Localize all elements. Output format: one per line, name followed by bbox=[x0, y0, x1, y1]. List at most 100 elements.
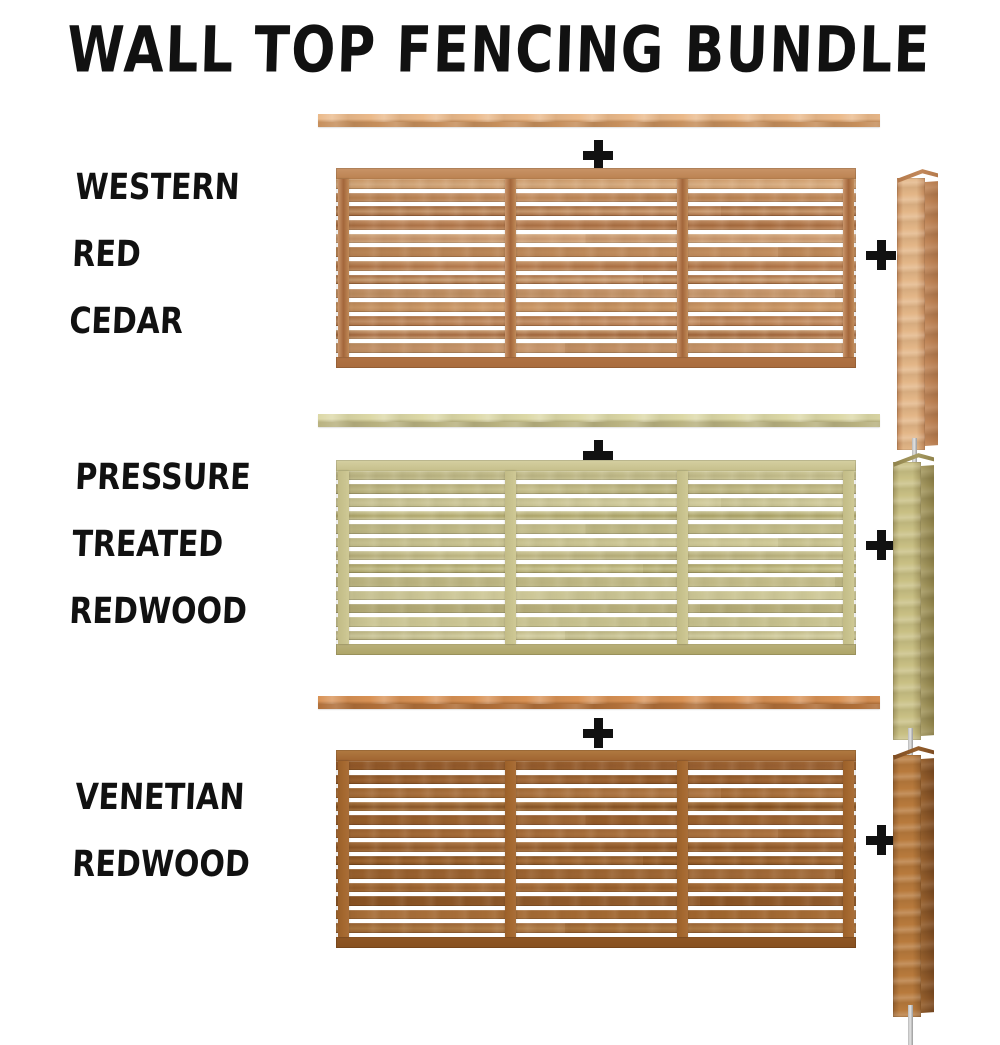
panel-slat bbox=[336, 497, 856, 507]
panel-slat-gap bbox=[336, 811, 856, 816]
panel-slat bbox=[336, 484, 856, 494]
panel-slat bbox=[336, 302, 856, 312]
panel-slat-gap bbox=[336, 215, 856, 221]
panel-vertical-batten bbox=[505, 179, 516, 357]
slat-grain bbox=[336, 577, 856, 587]
panel-slat-gap bbox=[336, 533, 856, 538]
panel-bottom-board bbox=[336, 644, 856, 655]
panel-slat bbox=[336, 774, 856, 784]
slat-grain bbox=[336, 247, 856, 258]
plus-icon-rail-panel-cedar bbox=[583, 140, 613, 170]
post-front-face bbox=[893, 755, 921, 1017]
panel-slat bbox=[336, 923, 856, 933]
slat-grain bbox=[336, 882, 856, 893]
label-line: PRESSURE bbox=[74, 456, 252, 499]
slat-grain bbox=[336, 288, 856, 299]
label-line: RED bbox=[71, 233, 142, 276]
panel-vertical-batten bbox=[338, 471, 349, 644]
panel-slat-gap bbox=[336, 797, 856, 802]
panel-slat bbox=[336, 261, 856, 271]
panel-vertical-batten bbox=[505, 761, 516, 937]
slat-grain bbox=[336, 788, 856, 798]
slat-grain bbox=[336, 206, 856, 216]
panel-slat bbox=[336, 896, 856, 906]
plus-icon-panel-post-treated bbox=[866, 530, 896, 560]
slat-grain bbox=[336, 261, 856, 271]
rail-edge bbox=[318, 122, 880, 127]
slat-grain bbox=[336, 923, 856, 933]
slat-grain bbox=[336, 590, 856, 601]
panel-slat bbox=[336, 206, 856, 216]
plus-icon-panel-post-cedar bbox=[866, 240, 896, 270]
fence-panel-cedar bbox=[336, 168, 856, 368]
panel-slat bbox=[336, 828, 856, 839]
bundle-row-venetian: VENETIAN REDWOOD bbox=[0, 690, 1000, 1045]
slat-grain bbox=[336, 630, 856, 640]
panel-top-board bbox=[336, 168, 856, 179]
panel-slat bbox=[336, 761, 856, 771]
panel-vertical-batten bbox=[843, 179, 854, 357]
top-rail-treated bbox=[318, 414, 880, 427]
panel-slat bbox=[336, 855, 856, 866]
post-front-face bbox=[893, 462, 921, 740]
slat-grain bbox=[336, 220, 856, 230]
panel-slat-gap bbox=[336, 878, 856, 883]
panel-slat-gap bbox=[336, 770, 856, 775]
panel-bottom-board bbox=[336, 937, 856, 948]
panel-slat bbox=[336, 288, 856, 299]
slat-grain bbox=[336, 617, 856, 627]
panel-vertical-batten bbox=[843, 471, 854, 644]
slat-grain bbox=[336, 774, 856, 784]
fence-panel-venetian bbox=[336, 750, 856, 948]
post-front-face bbox=[897, 178, 925, 450]
panel-slat bbox=[336, 220, 856, 230]
top-rail-venetian bbox=[318, 696, 880, 709]
bundle-label-venetian: VENETIAN REDWOOD bbox=[54, 776, 310, 914]
panel-slat-gap bbox=[336, 270, 856, 275]
panel-vertical-batten bbox=[677, 179, 688, 357]
rail-edge bbox=[318, 704, 880, 709]
bundle-label-treated: PRESSURE TREATED REDWOOD bbox=[51, 456, 310, 662]
panel-slats bbox=[336, 750, 856, 948]
panel-slat-gap bbox=[336, 892, 856, 897]
rail-face bbox=[318, 114, 880, 122]
slat-grain bbox=[336, 315, 856, 326]
panel-slat-gap bbox=[336, 586, 856, 591]
label-line: TREATED bbox=[71, 523, 225, 566]
panel-slat bbox=[336, 590, 856, 601]
slat-grain bbox=[336, 329, 856, 340]
panel-slat bbox=[336, 315, 856, 326]
fence-post-venetian bbox=[893, 745, 934, 1045]
panel-slat bbox=[336, 909, 856, 920]
panel-slat-gap bbox=[336, 640, 856, 644]
panel-slat-gap bbox=[336, 865, 856, 870]
panel-slat bbox=[336, 329, 856, 340]
post-side-face bbox=[921, 758, 934, 1013]
panel-slat-gap bbox=[336, 520, 856, 525]
panel-slat bbox=[336, 882, 856, 893]
panel-slat-gap bbox=[336, 202, 856, 207]
panel-slats bbox=[336, 460, 856, 655]
slat-grain bbox=[336, 842, 856, 852]
slat-grain bbox=[336, 537, 856, 547]
panel-slat-gap bbox=[336, 257, 856, 262]
slat-grain bbox=[336, 274, 856, 285]
panel-slat bbox=[336, 247, 856, 258]
rail-edge bbox=[318, 422, 880, 427]
panel-slat bbox=[336, 630, 856, 640]
panel-slat-gap bbox=[336, 573, 856, 578]
post-metal-spike bbox=[908, 728, 913, 768]
panel-slat-gap bbox=[336, 905, 856, 910]
slat-grain bbox=[336, 343, 856, 353]
bundle-label-cedar: WESTERN RED CEDAR bbox=[51, 166, 310, 372]
panel-slat-gap bbox=[336, 243, 856, 248]
slat-grain bbox=[336, 550, 856, 561]
slat-grain bbox=[336, 909, 856, 920]
panel-top-board bbox=[336, 750, 856, 761]
plus-icon-rail-panel-venetian bbox=[583, 718, 613, 748]
rail-face bbox=[318, 696, 880, 704]
panel-slat-gap bbox=[336, 919, 856, 924]
panel-vertical-batten bbox=[338, 761, 349, 937]
panel-slat-gap bbox=[336, 325, 856, 330]
slat-grain bbox=[336, 497, 856, 507]
